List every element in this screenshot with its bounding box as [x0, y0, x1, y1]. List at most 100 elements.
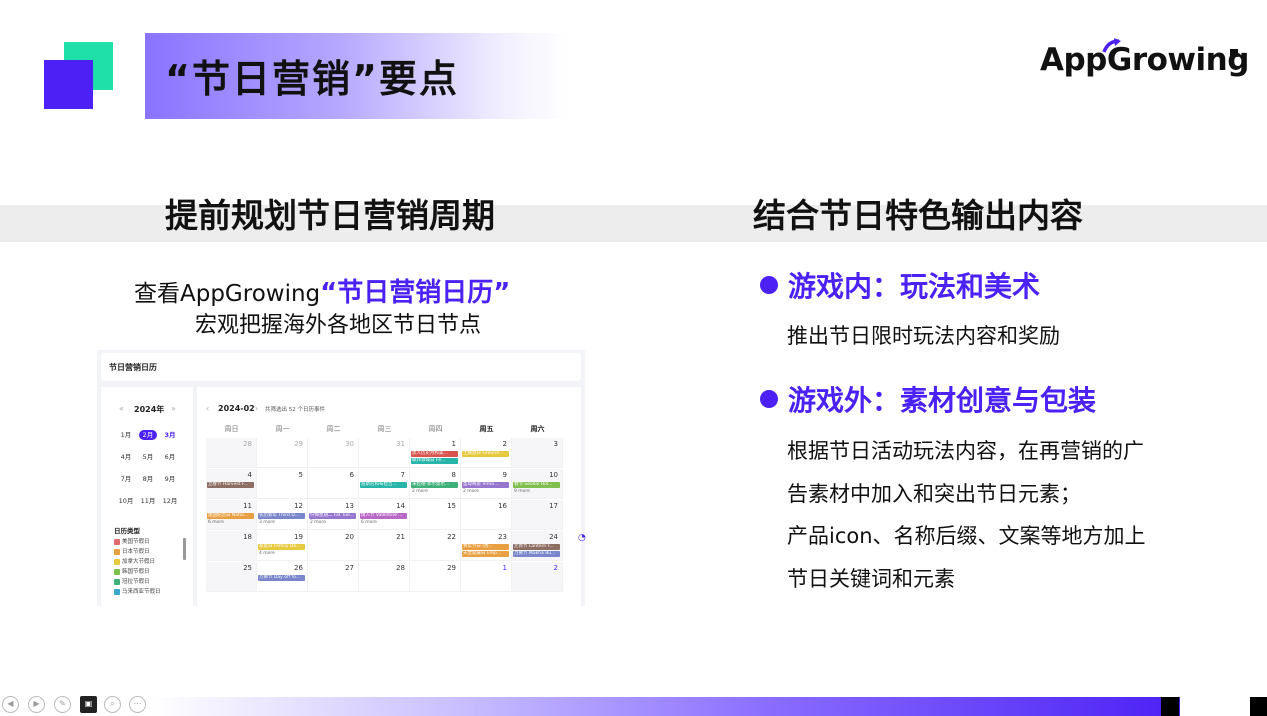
calendar-event[interactable]: 农历新年 Third D...: [258, 513, 305, 519]
calendar-day-cell[interactable]: 2: [512, 562, 563, 592]
more-events-link[interactable]: 6 more: [208, 520, 224, 525]
calendar-day-cell[interactable]: 27: [308, 562, 359, 592]
calendar-event[interactable]: 家庭日 Family Da...: [258, 544, 305, 550]
checkbox-icon[interactable]: [114, 558, 120, 565]
calendar-event[interactable]: 迪斯尼和布拉吉...: [360, 482, 407, 488]
legend-item[interactable]: 加拿大节假日: [114, 557, 155, 565]
month-option[interactable]: 11月: [140, 497, 156, 505]
weekday-header: 周一: [275, 425, 290, 433]
calendar-day-cell[interactable]: 5: [257, 469, 308, 499]
calendar-event[interactable]: 忏悔星期二 Fat Tue...: [309, 513, 356, 519]
calendar-event[interactable]: 元宵节 Lantern F...: [513, 544, 560, 550]
calendar-day-cell[interactable]: 1: [461, 562, 512, 592]
year-next-icon[interactable]: »: [171, 404, 176, 413]
month-option[interactable]: 12月: [162, 497, 178, 505]
arrow-left-icon[interactable]: ◀: [2, 696, 19, 713]
calendar-day-cell[interactable]: 31: [359, 438, 410, 468]
calendar-day-cell[interactable]: 28: [359, 562, 410, 592]
calendar-day-cell[interactable]: 22: [410, 531, 461, 561]
calendar-day-cell[interactable]: 15: [410, 500, 461, 530]
more-icon[interactable]: ⋯: [129, 696, 146, 713]
month-option[interactable]: 9月: [164, 475, 176, 483]
checkbox-icon[interactable]: [114, 538, 120, 545]
more-events-link[interactable]: 9 more: [514, 489, 530, 494]
legend-item[interactable]: 韩国节假日: [114, 567, 150, 575]
legend-item[interactable]: 日本节假日: [114, 547, 150, 555]
legend-item[interactable]: 冠拉节假日: [114, 577, 150, 585]
more-events-link[interactable]: 2 more: [412, 489, 428, 494]
calendar-day-cell[interactable]: 29: [410, 562, 461, 592]
calendar-day-cell[interactable]: 30: [308, 438, 359, 468]
more-events-link[interactable]: 2 more: [310, 520, 326, 525]
zoom-icon[interactable]: ⌕: [104, 696, 121, 713]
calendar-day-cell[interactable]: 16: [461, 500, 512, 530]
calendar-day-cell[interactable]: 17: [512, 500, 563, 530]
more-events-link[interactable]: 3 more: [259, 520, 275, 525]
calendar-event[interactable]: 天皇诞辰日 Emp...: [462, 551, 509, 557]
calendar-event[interactable]: 万佛节 Makha Bu...: [513, 551, 560, 557]
calendar-day-cell[interactable]: 28: [206, 438, 257, 468]
more-events-link[interactable]: 6 more: [361, 520, 377, 525]
calendar-event[interactable]: 建国纪念日 Natio...: [207, 513, 254, 519]
day-number: 15: [447, 502, 456, 510]
weekday-header: 周日: [224, 425, 239, 433]
calendar-event[interactable]: 立春节 Harvest F...: [207, 482, 254, 488]
more-events-link[interactable]: 4 more: [259, 551, 275, 556]
arrow-right-icon[interactable]: ▶: [28, 696, 45, 713]
calendar-day-cell[interactable]: 25: [206, 562, 257, 592]
month-option[interactable]: 5月: [142, 453, 154, 461]
calendar-event[interactable]: 青年节日 (周...: [462, 544, 509, 550]
more-events-link[interactable]: 2 more: [463, 489, 479, 494]
calendar-event[interactable]: 圣母奇迹 Virna...: [462, 482, 509, 488]
month-prev-icon[interactable]: ‹: [206, 404, 210, 413]
calendar-event[interactable]: 万佛节 Day off fo...: [258, 575, 305, 581]
month-option[interactable]: 8月: [142, 475, 154, 483]
calendar-event[interactable]: 联邦领域日 Fe...: [411, 458, 458, 464]
calendar-event[interactable]: 土拨鼠日 Ground...: [462, 451, 509, 457]
calendar-event[interactable]: 情人节 Valentine'...: [360, 513, 407, 519]
month-option[interactable]: 3月: [164, 431, 176, 439]
month-option[interactable]: 2月: [139, 430, 157, 440]
checkbox-icon[interactable]: [114, 578, 120, 585]
month-option[interactable]: 1月: [120, 431, 132, 439]
screen-icon[interactable]: ▣: [80, 696, 97, 713]
checkbox-icon[interactable]: [114, 548, 120, 555]
checkbox-icon[interactable]: [114, 568, 120, 575]
legend-item[interactable]: 马来西亚节假日: [114, 587, 161, 595]
side-handle-icon[interactable]: ◔: [578, 533, 586, 543]
calendar-event[interactable]: 黑人历史月和美...: [411, 451, 458, 457]
month-option[interactable]: 7月: [120, 475, 132, 483]
calendar-day-cell[interactable]: 6: [308, 469, 359, 499]
year-prev-icon[interactable]: «: [119, 404, 124, 413]
checkbox-icon[interactable]: [114, 588, 120, 595]
month-option[interactable]: 10月: [118, 497, 134, 505]
month-next-icon[interactable]: ›: [255, 404, 259, 413]
legend-item[interactable]: 美国节假日: [114, 537, 150, 545]
month-option[interactable]: 6月: [164, 453, 176, 461]
calendar-day-cell[interactable]: 20: [308, 531, 359, 561]
legend-scrollbar[interactable]: [183, 538, 186, 560]
calendar-event[interactable]: 春节 Seollal Hol...: [513, 482, 560, 488]
calendar-event[interactable]: 米拉德·菲尔莫尔...: [411, 482, 458, 488]
calendar-day-cell[interactable]: 29: [257, 438, 308, 468]
calendar-day-cell[interactable]: 3: [512, 438, 563, 468]
calendar-day-cell[interactable]: 18: [206, 531, 257, 561]
pen-icon[interactable]: ✎: [54, 696, 71, 713]
month-option[interactable]: 4月: [120, 453, 132, 461]
calendar-day-cell[interactable]: 21: [359, 531, 410, 561]
